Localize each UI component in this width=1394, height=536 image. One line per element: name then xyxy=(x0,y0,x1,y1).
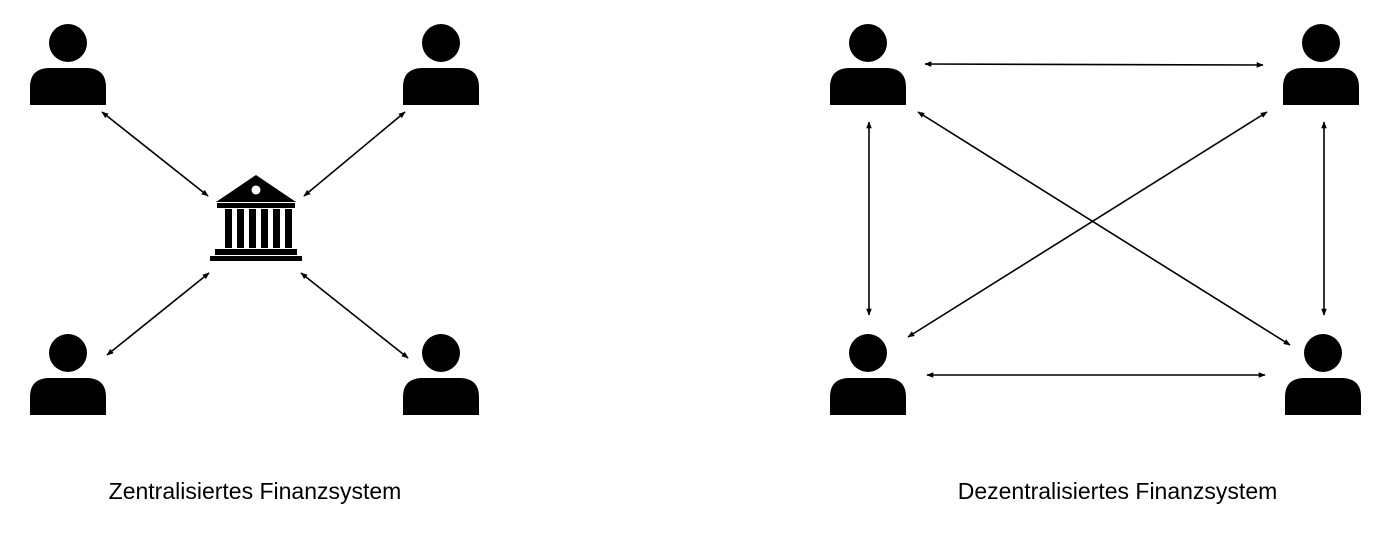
person-icon xyxy=(403,334,479,415)
decentralized-diagram xyxy=(830,24,1361,415)
arrow-top-right-to-bottom-left xyxy=(907,111,1268,338)
arrow-bottom-left-to-bank xyxy=(106,272,210,356)
person-icon xyxy=(830,334,906,415)
person-icon xyxy=(1283,24,1359,105)
person-icon xyxy=(830,24,906,105)
person-icon xyxy=(1285,334,1361,415)
decentralized-caption: Dezentralisiertes Finanzsystem xyxy=(957,478,1278,504)
person-icon xyxy=(403,24,479,105)
person-icon xyxy=(30,24,106,105)
arrow-top-left-to-bank xyxy=(101,111,209,197)
arrow-top-left-to-top-right xyxy=(924,61,1264,68)
arrow-top-right-to-bank xyxy=(303,111,406,197)
person-icon xyxy=(30,334,106,415)
arrow-bottom-right-to-bank xyxy=(300,272,409,359)
bank-building-icon xyxy=(210,175,302,261)
centralized-diagram xyxy=(30,24,479,415)
arrow-top-left-to-bottom-right xyxy=(917,111,1291,346)
centralized-caption: Zentralisiertes Finanzsystem xyxy=(108,478,402,504)
